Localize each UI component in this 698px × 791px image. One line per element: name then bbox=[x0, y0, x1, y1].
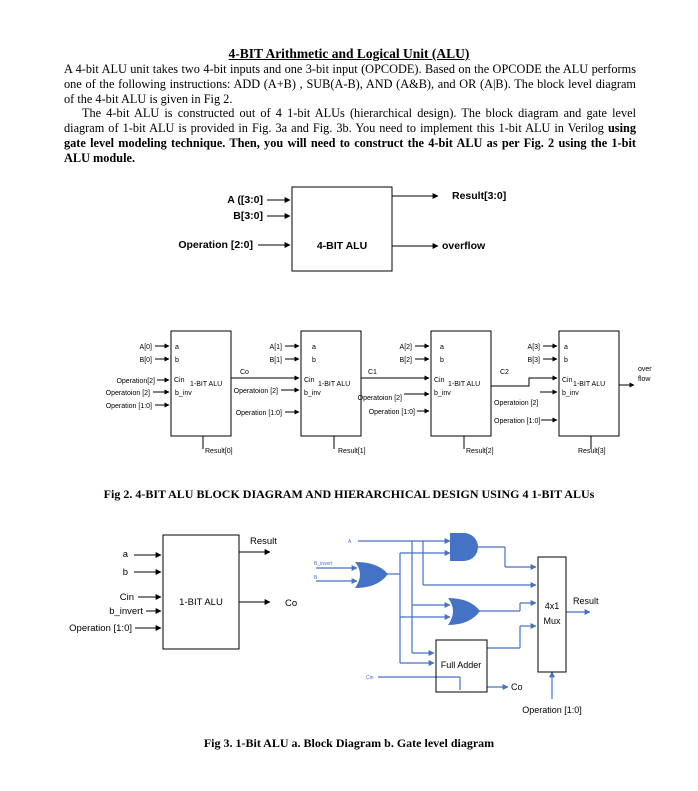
four-bit-alu-diagram: 4-BIT ALU A ([3:0] B[3:0] Operation [2:0… bbox=[178, 186, 506, 272]
alu0-block-label: 1-BIT ALU bbox=[190, 381, 222, 388]
alu1-input-b: B[1] bbox=[270, 357, 283, 364]
alu0-input-a: A[0] bbox=[140, 344, 153, 351]
alu2-input-op10: Operation [1:0] bbox=[369, 409, 415, 416]
alu2-pin-cin: Cin bbox=[434, 377, 445, 384]
input-operation-label: Operation [2:0] bbox=[178, 239, 253, 251]
carry-c1-label: C1 bbox=[368, 369, 377, 376]
fig3a-input-binvert: b_invert bbox=[109, 606, 143, 617]
fig3a-output-co: Co bbox=[285, 598, 297, 609]
full-adder-block bbox=[435, 639, 488, 693]
fig3b-output-result: Result bbox=[573, 596, 599, 606]
alu2-block bbox=[430, 330, 492, 437]
carry-c2-label: C2 bbox=[500, 369, 509, 376]
alu1-block bbox=[300, 330, 362, 437]
alu2-pin-binv: b_inv bbox=[434, 390, 451, 397]
alu2-output-result: Result[2] bbox=[466, 448, 494, 455]
mux-label-1: 4x1 bbox=[545, 601, 560, 611]
and-gate bbox=[450, 533, 478, 561]
alu0-input-op2b: Operatoion [2] bbox=[106, 390, 150, 397]
alu1-block-label: 1-BIT ALU bbox=[318, 381, 350, 388]
alu3-output-result: Result[3] bbox=[578, 448, 606, 455]
alu3-input-op10: Operation [1:0] bbox=[494, 418, 540, 425]
intro-paragraph: A 4-bit ALU unit takes two 4-bit inputs … bbox=[64, 62, 636, 106]
fig3b-operation-select: Operation [1:0] bbox=[522, 705, 582, 715]
fig3a-input-a: a bbox=[123, 549, 129, 560]
overflow-label-2: flow bbox=[638, 376, 651, 383]
alu0-block bbox=[170, 330, 232, 437]
alu-chain-diagram: 1-BIT ALU a b Cin b_inv A[0] B[0] Operat… bbox=[106, 330, 652, 455]
alu3-block-label: 1-BIT ALU bbox=[573, 381, 605, 388]
alu3-input-b: B[3] bbox=[528, 357, 541, 364]
or-gate bbox=[448, 598, 480, 625]
document-title: 4-BIT Arithmetic and Logical Unit (ALU) bbox=[228, 46, 470, 61]
full-adder-label: Full Adder bbox=[441, 660, 482, 670]
alu3-pin-a: a bbox=[564, 344, 568, 351]
fig3a-input-cin: Cin bbox=[120, 592, 134, 603]
fig3a-alu-label: 1-BIT ALU bbox=[179, 597, 223, 608]
alu0-pin-a: a bbox=[175, 344, 179, 351]
alu0-input-op2: Operation[2] bbox=[116, 378, 155, 385]
alu3-input-op2: Operatoion [2] bbox=[494, 400, 538, 407]
alu2-pin-a: a bbox=[440, 344, 444, 351]
alu2-input-op2: Operatoion [2] bbox=[358, 395, 402, 402]
alu1-pin-b: b bbox=[312, 357, 316, 364]
alu1-pin-binv: b_inv bbox=[304, 390, 321, 397]
design-paragraph-text: The 4-bit ALU is constructed out of 4 1-… bbox=[64, 106, 636, 135]
fig3b-input-binvert: B_invert bbox=[314, 561, 333, 567]
fig3a-output-result: Result bbox=[250, 536, 277, 547]
alu3-pin-cin: Cin bbox=[562, 377, 573, 384]
design-paragraph: The 4-bit ALU is constructed out of 4 1-… bbox=[64, 106, 636, 166]
four-bit-alu-block bbox=[291, 186, 393, 272]
alu0-pin-b: b bbox=[175, 357, 179, 364]
fig3b-input-cin: Cin bbox=[366, 675, 374, 681]
four-bit-alu-label: 4-BIT ALU bbox=[317, 240, 367, 252]
input-b-label: B[3:0] bbox=[233, 210, 263, 222]
one-bit-alu-block-diagram: 1-BIT ALU a b Cin b_invert Operation [1:… bbox=[69, 534, 297, 650]
alu3-pin-b: b bbox=[564, 357, 568, 364]
mux-label-2: Mux bbox=[543, 616, 561, 626]
alu0-input-op10: Operation [1:0] bbox=[106, 403, 152, 410]
fig3b-input-a: A bbox=[348, 539, 352, 545]
alu0-output-result: Result[0] bbox=[205, 448, 233, 455]
output-overflow-label: overflow bbox=[442, 240, 486, 252]
alu1-input-a: A[1] bbox=[270, 344, 283, 351]
fig3b-input-b: B bbox=[314, 575, 318, 581]
alu3-block bbox=[558, 330, 620, 437]
fig3a-alu-block bbox=[162, 534, 240, 650]
output-result-label: Result[3:0] bbox=[452, 190, 506, 202]
fig3b-output-co: Co bbox=[511, 682, 523, 692]
mux-block bbox=[537, 556, 567, 673]
alu3-pin-binv: b_inv bbox=[562, 390, 579, 397]
overflow-label-1: over bbox=[638, 366, 652, 373]
or-gate-binvert bbox=[355, 562, 388, 588]
design-paragraph-emphasis: using gate level modeling technique. The… bbox=[64, 121, 636, 165]
fig3a-input-operation: Operation [1:0] bbox=[69, 623, 132, 634]
alu0-pin-cin: Cin bbox=[174, 377, 185, 384]
alu0-input-b: B[0] bbox=[140, 357, 153, 364]
alu2-input-b: B[2] bbox=[400, 357, 413, 364]
fig3-caption: Fig 3. 1-Bit ALU a. Block Diagram b. Gat… bbox=[203, 736, 495, 750]
alu2-input-a: A[2] bbox=[400, 344, 413, 351]
one-bit-alu-gate-diagram: Full Adder 4x1 Mux A B_invert B Cin Resu… bbox=[314, 533, 599, 715]
alu1-input-op10: Operation [1:0] bbox=[236, 410, 282, 417]
alu2-pin-b: b bbox=[440, 357, 444, 364]
alu2-block-label: 1-BIT ALU bbox=[448, 381, 480, 388]
fig3a-input-b: b bbox=[123, 567, 128, 578]
alu1-pin-cin: Cin bbox=[304, 377, 315, 384]
fig2-caption: Fig 2. 4-BIT ALU BLOCK DIAGRAM AND HIERA… bbox=[103, 487, 595, 501]
carry-co-label: Co bbox=[240, 369, 249, 376]
alu3-input-a: A[3] bbox=[528, 344, 541, 351]
alu1-output-result: Result[1] bbox=[338, 448, 366, 455]
alu1-pin-a: a bbox=[312, 344, 316, 351]
alu1-input-op2: Operatoion [2] bbox=[234, 388, 278, 395]
alu0-pin-binv: b_inv bbox=[175, 390, 192, 397]
input-a-label: A ([3:0] bbox=[227, 194, 263, 206]
